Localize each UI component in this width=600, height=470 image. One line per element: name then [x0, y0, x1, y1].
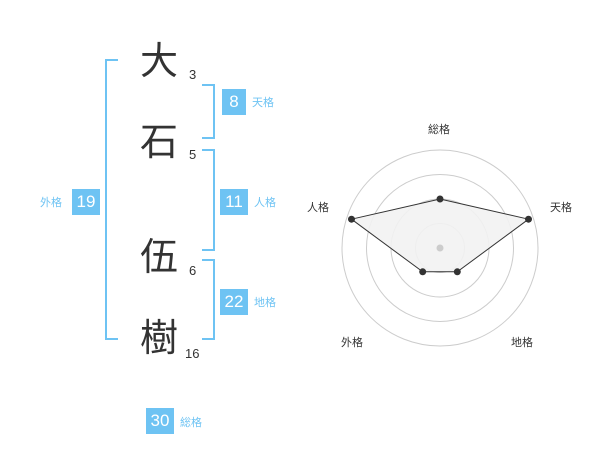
jinkaku-value: 11 — [220, 189, 248, 215]
radar-point-5 — [348, 215, 355, 223]
tenkaku-label: 天格 — [252, 96, 274, 109]
radar-ring — [341, 149, 539, 347]
jinkaku-label: 人格 — [254, 196, 276, 209]
radar-label-chikaku: 地格 — [511, 336, 533, 349]
radar-point-4 — [419, 268, 427, 276]
stroke-count-1: 3 — [189, 67, 197, 82]
chikaku-bracket — [202, 259, 215, 340]
radar-point-1 — [436, 195, 444, 203]
chikaku-value: 22 — [220, 289, 248, 315]
soukaku-value: 30 — [146, 408, 174, 434]
name-char-2: 石 — [139, 120, 178, 164]
name-char-3: 伍 — [139, 235, 178, 279]
radar-label-soukaku: 総格 — [428, 123, 450, 136]
chikaku-label: 地格 — [254, 296, 276, 309]
stroke-count-2: 5 — [189, 147, 197, 162]
radar-ring — [366, 174, 514, 322]
radar-label-jinkaku: 人格 — [307, 201, 329, 214]
gaikaku-label: 外格 — [40, 196, 62, 209]
stroke-count-3: 6 — [189, 263, 197, 278]
gaikaku-bracket — [105, 59, 118, 340]
radar-point-3 — [453, 268, 461, 276]
radar-center — [436, 244, 444, 252]
radar-label-tenkaku: 天格 — [550, 201, 572, 214]
gaikaku-value: 19 — [72, 189, 100, 215]
jinkaku-bracket — [202, 149, 215, 251]
name-char-4: 樹 — [139, 316, 178, 360]
soukaku-label: 総格 — [180, 416, 202, 429]
tenkaku-bracket — [202, 84, 215, 139]
name-char-1: 大 — [139, 39, 178, 83]
tenkaku-value: 8 — [222, 89, 246, 115]
radar-point-2 — [525, 215, 532, 223]
radar-area — [350, 198, 530, 273]
radar-chart — [341, 149, 539, 347]
stroke-count-4: 16 — [185, 346, 200, 361]
radar-label-gaikaku: 外格 — [341, 336, 363, 349]
